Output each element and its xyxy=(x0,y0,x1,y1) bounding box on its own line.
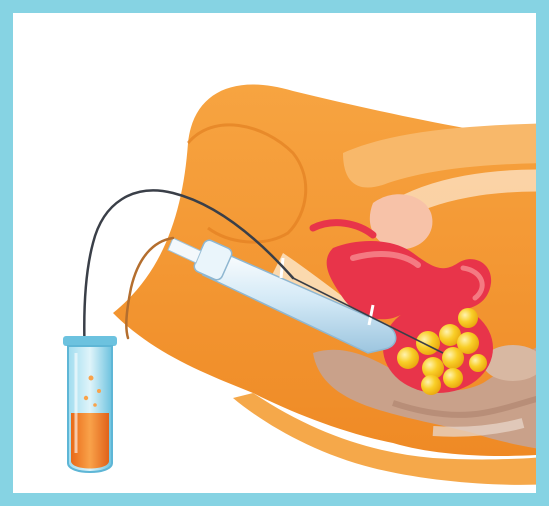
retrieval-illustration xyxy=(13,13,549,506)
test-tube xyxy=(63,336,117,472)
